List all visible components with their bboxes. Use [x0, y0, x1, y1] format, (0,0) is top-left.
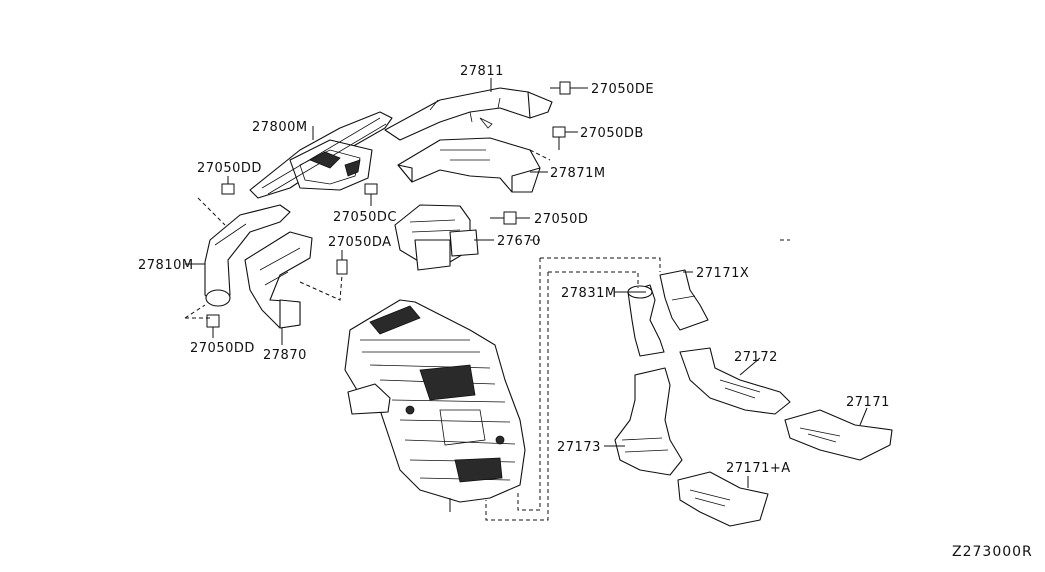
diagram-code: Z273000R: [952, 544, 1033, 560]
label-27172: 27172: [734, 350, 778, 365]
duct-27871M-drawing: [397, 137, 541, 193]
duct-27171-drawing: [784, 409, 893, 461]
bolt-27050DC-drawing: [364, 183, 378, 206]
duct-27172-drawing: [679, 347, 791, 415]
label-27050DC: 27050DC: [333, 210, 397, 225]
dashed-guides: [184, 149, 790, 521]
label-27670: 27670: [497, 234, 541, 249]
label-27171: 27171: [846, 395, 890, 410]
label-27050DD-bottom: 27050DD: [190, 341, 255, 356]
duct-27831M-drawing: [627, 284, 665, 357]
bolt-27050DE-drawing: [550, 81, 588, 95]
label-27050DD-top: 27050DD: [197, 161, 262, 176]
label-27050DB: 27050DB: [580, 126, 644, 141]
bolt-27050DB-drawing: [552, 126, 578, 150]
label-27171X: 27171X: [696, 266, 749, 281]
label-27171A: 27171+A: [726, 461, 791, 476]
duct-27811-drawing: [384, 87, 553, 141]
duct-27810M-drawing: [204, 204, 291, 307]
label-27811: 27811: [460, 64, 504, 79]
bracket-27800M-drawing: [249, 111, 393, 199]
bolt-27050DA-drawing: [336, 250, 348, 275]
duct-27870-drawing: [244, 231, 313, 329]
label-27800M: 27800M: [252, 120, 308, 135]
bolt-27050D-drawing: [490, 211, 530, 225]
heater-unit-drawing: [344, 299, 526, 512]
label-27831M: 27831M: [561, 286, 617, 301]
label-27050D: 27050D: [534, 212, 588, 227]
label-27050DA: 27050DA: [328, 235, 392, 250]
duct-27171X-drawing: [659, 269, 709, 331]
label-27871M: 27871M: [550, 166, 606, 181]
duct-27171A-drawing: [677, 471, 769, 527]
label-27810M: 27810M: [138, 258, 194, 273]
label-27173: 27173: [557, 440, 601, 455]
label-27050DE: 27050DE: [591, 82, 654, 97]
label-27870: 27870: [263, 348, 307, 363]
housing-27670-drawing: [394, 204, 479, 271]
leader-lines: [185, 78, 868, 488]
duct-27173-drawing: [614, 367, 683, 476]
bolt-27050DD-top-drawing: [221, 176, 235, 195]
part-labels: 27811 27050DE 27800M 27050DB 27050DD 278…: [138, 64, 1033, 560]
